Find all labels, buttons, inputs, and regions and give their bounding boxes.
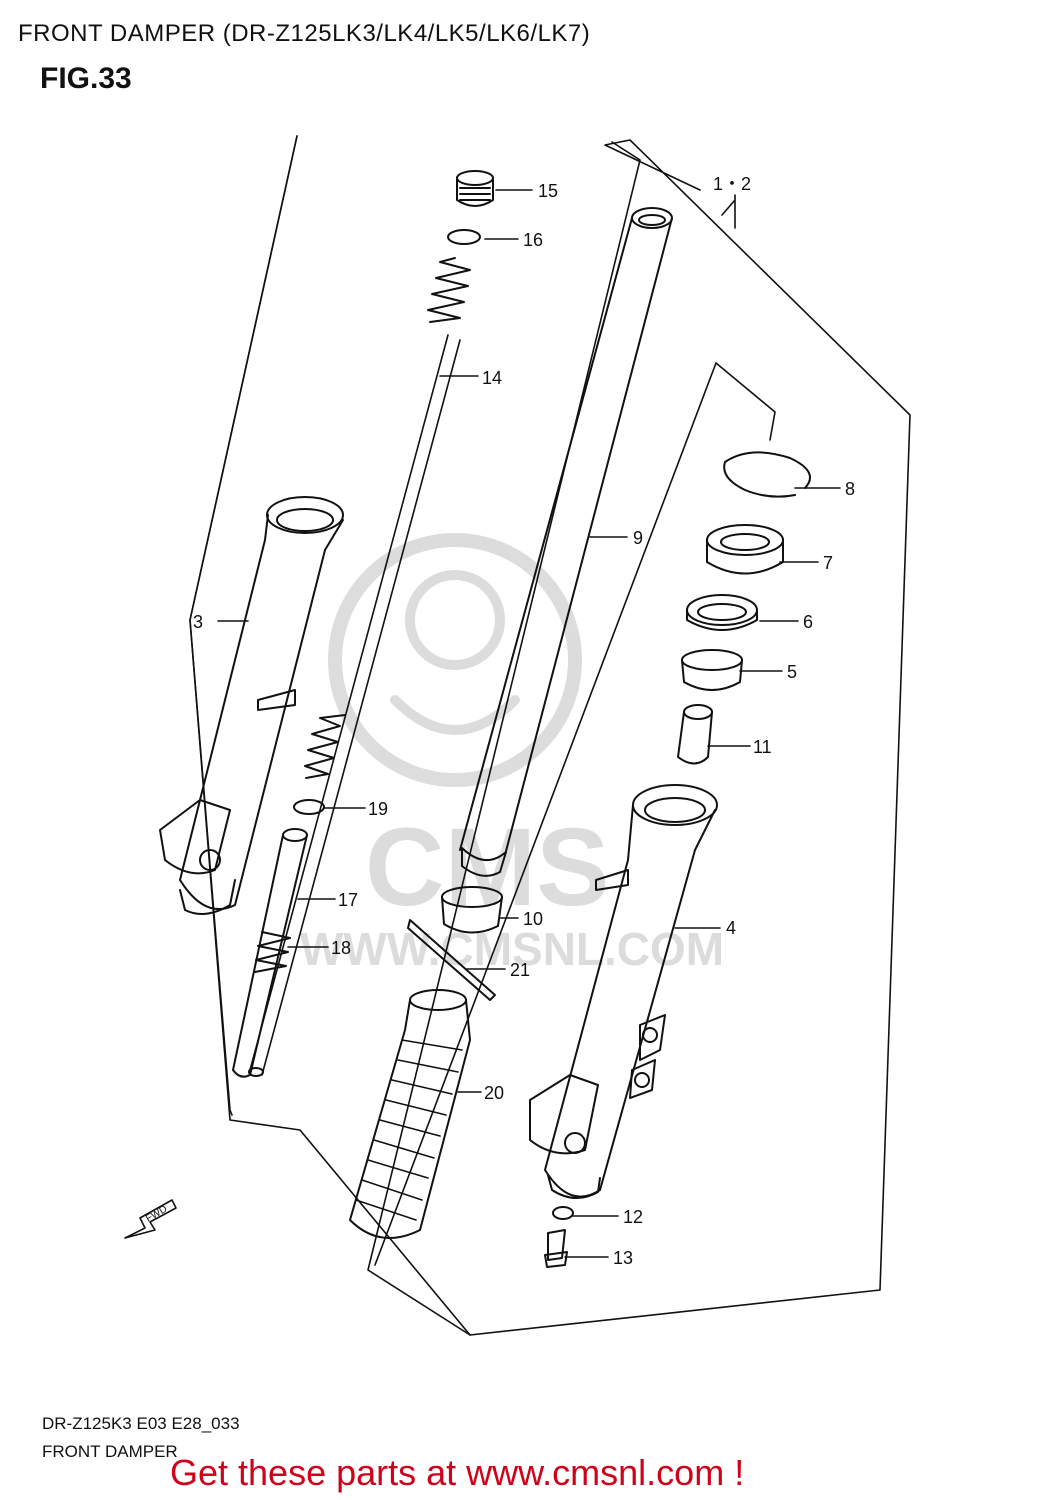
- page-title: FRONT DAMPER (DR-Z125LK3/LK4/LK5/LK6/LK7…: [18, 20, 591, 47]
- dust-boot: [349, 989, 471, 1239]
- callout-10: 10: [523, 909, 543, 929]
- circlip: [723, 451, 811, 498]
- inner-group-frame: [367, 141, 776, 1336]
- left-outer-tube: [159, 496, 344, 915]
- cms-watermark: [328, 533, 582, 787]
- figure-number: FIG.33: [40, 62, 132, 95]
- callout-6: 6: [803, 612, 813, 632]
- o-ring: [447, 229, 481, 245]
- callout-17: 17: [338, 890, 358, 910]
- leader-lines: [217, 189, 841, 1258]
- diagram-name: FRONT DAMPER: [42, 1442, 178, 1461]
- inner-tube: [459, 207, 673, 877]
- damper-cylinder: [232, 828, 308, 1078]
- rebound-spring: [304, 714, 346, 779]
- watermark-brand: CMS: [365, 806, 609, 929]
- callout-21: 21: [510, 960, 530, 980]
- callout-12: 12: [623, 1207, 643, 1227]
- fork-spring: [248, 257, 471, 1077]
- slide-bush: [441, 886, 503, 934]
- fork-cap-bolt: [456, 170, 494, 207]
- callout-16: 16: [523, 230, 543, 250]
- callout-9: 9: [633, 528, 643, 548]
- right-outer-tube: [529, 784, 718, 1199]
- callout-1-2: 1・2: [713, 174, 751, 194]
- damper-bolt: [544, 1229, 568, 1268]
- fwd-label: FWD: [144, 1204, 169, 1225]
- boot-band: [407, 919, 496, 1001]
- callout-13: 13: [613, 1248, 633, 1268]
- oil-seal: [706, 524, 784, 575]
- damper-spring: [254, 931, 291, 973]
- callout-labels: 1・2 15 16 14 3 8 9 7 6 5 11 19 17 10 4 1…: [193, 174, 855, 1268]
- callout-11: 11: [753, 737, 772, 757]
- fwd-arrow-icon: [124, 1199, 177, 1239]
- diagram-code: DR-Z125K3 E03 E28_033: [42, 1414, 240, 1433]
- callout-18: 18: [331, 938, 351, 958]
- callout-8: 8: [845, 479, 855, 499]
- guide-bush: [681, 649, 743, 691]
- callout-7: 7: [823, 553, 833, 573]
- callout-15: 15: [538, 181, 558, 201]
- oil-seal-washer: [686, 594, 758, 631]
- callout-4: 4: [726, 918, 736, 938]
- cta-link[interactable]: Get these parts at www.cmsnl.com !: [170, 1452, 745, 1493]
- stopper-ring: [293, 799, 325, 815]
- callout-3: 3: [193, 612, 203, 632]
- assembly-frame-inner-left: [189, 135, 298, 1116]
- callout-20: 20: [484, 1083, 504, 1103]
- oil-lock-piece: [677, 704, 713, 765]
- drain-gasket: [552, 1206, 574, 1220]
- callout-5: 5: [787, 662, 797, 682]
- callout-14: 14: [482, 368, 502, 388]
- callout-19: 19: [368, 799, 388, 819]
- watermark-url: WWW.CMSNL.COM: [300, 923, 724, 975]
